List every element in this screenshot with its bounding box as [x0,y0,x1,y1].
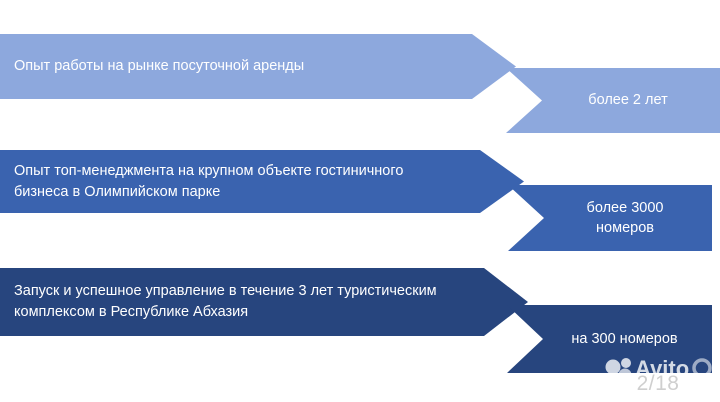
page-number: 2/18 [636,372,680,395]
row-2-statement-chevron: Опыт топ-менеджмента на крупном объекте … [0,150,524,213]
row-1-statement-text: Опыт работы на рынке посуточной аренды [14,58,305,75]
row-2-value-text: более 3000 номеров [586,199,664,236]
row-3-statement-text: Запуск и успешное управление в течение 3… [14,283,437,320]
row-1-statement-chevron: Опыт работы на рынке посуточной аренды [0,34,516,99]
row-3-statement-chevron: Запуск и успешное управление в течение 3… [0,268,528,336]
row-2-value-chevron: более 3000 номеров [508,185,712,251]
row-3-value-chevron: на 300 номеров [507,305,712,373]
row-3-value-text: на 300 номеров [571,330,678,347]
row-1-value-chevron: более 2 лет [506,68,720,133]
row-1-value-text: более 2 лет [588,92,668,109]
row-2-statement-text: Опыт топ-менеджмента на крупном объекте … [14,162,404,200]
